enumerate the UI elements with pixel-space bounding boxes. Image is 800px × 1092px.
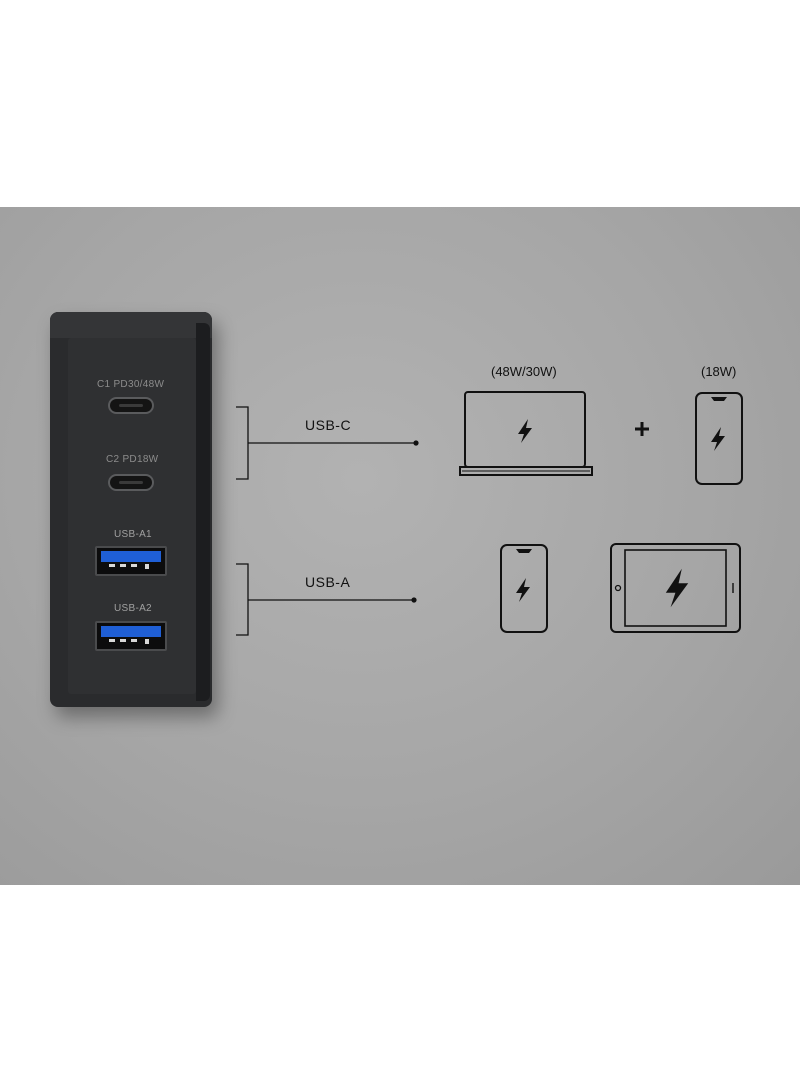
usb-c-bracket bbox=[236, 406, 416, 480]
port-label-c2: C2 PD18W bbox=[106, 454, 159, 465]
laptop-wattage: (48W/30W) bbox=[491, 364, 557, 379]
usb-a-port-2[interactable] bbox=[95, 621, 167, 651]
usb-a-port-1[interactable] bbox=[95, 546, 167, 576]
charger-top-cap bbox=[50, 312, 212, 338]
usb-c-port-1[interactable] bbox=[108, 397, 154, 414]
usb-c-line-end-dot bbox=[413, 440, 419, 446]
charger-side-edge bbox=[196, 323, 210, 701]
plus-icon bbox=[635, 422, 649, 436]
usb-a-label: USB-A bbox=[305, 574, 351, 590]
phone-icon bbox=[500, 544, 548, 633]
connection-diagram bbox=[236, 391, 743, 636]
port-label-c1: C1 PD30/48W bbox=[97, 379, 165, 390]
port-label-a2: USB-A2 bbox=[114, 603, 152, 614]
usb-c-label: USB-C bbox=[305, 417, 352, 433]
usb-a-line-end-dot bbox=[411, 597, 417, 603]
lightning-icon bbox=[518, 419, 532, 443]
phone-icon bbox=[695, 392, 743, 485]
product-photo: C1 PD30/48W C2 PD18W USB-A1 USB-A2 bbox=[0, 207, 800, 885]
tablet-icon bbox=[610, 543, 741, 633]
laptop-icon bbox=[459, 391, 593, 476]
lightning-icon bbox=[516, 578, 530, 602]
usb-a-bracket bbox=[236, 563, 414, 636]
usb-c-port-2[interactable] bbox=[108, 474, 154, 491]
port-label-a1: USB-A1 bbox=[114, 529, 152, 540]
lightning-icon bbox=[711, 427, 725, 451]
phone-wattage: (18W) bbox=[701, 364, 737, 379]
lightning-icon bbox=[665, 568, 689, 608]
